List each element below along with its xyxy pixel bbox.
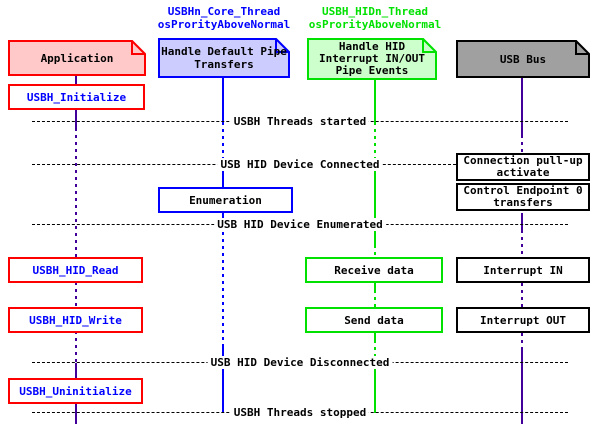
hid-thread-lifeline-active [374,282,376,290]
hid-thread-header: USBH_HIDn_Thread osProrityAboveNormal [290,5,460,31]
enumeration-box: Enumeration [158,187,293,213]
interrupt-in-box: Interrupt IN [456,257,590,283]
hid-thread-lifeline-active [374,163,376,245]
usbh-hid-write-box: USBH_HID_Write [8,307,143,333]
usbh-uninitialize-box: USBH_Uninitialize [8,378,143,404]
usb-bus-lifeline-idle [521,135,523,155]
device-disconnected-label: USB HID Device Disconnected [207,356,393,369]
core-thread-lifeline-idle [222,122,224,165]
interrupt-out-box: Interrupt OUT [456,307,590,333]
usbh-hid-read-box: USBH_HID_Read [8,257,143,283]
folded-corner-icon [575,40,590,55]
hid-thread-label: Handle HID Interrupt IN/OUT Pipe Events [319,40,425,77]
core-thread-actor-box: Handle Default Pipe Transfers [158,38,290,78]
core-thread-label: Handle Default Pipe Transfers [161,45,287,71]
core-thread-lifeline-active [222,78,224,122]
hid-thread-lifeline-active [374,332,376,340]
core-thread-lifeline-active [222,345,224,413]
usb-bus-lifeline-active [521,213,523,230]
folded-corner-icon [131,40,146,55]
usb-bus-lifeline-idle [521,333,523,350]
core-thread-name: USBHn_Core_Thread [167,5,281,18]
device-connected-label: USB HID Device Connected [217,158,383,171]
receive-data-box: Receive data [305,257,443,283]
folded-corner-icon [275,38,290,53]
usb-bus-lifeline-idle [521,230,523,258]
usb-bus-label: USB Bus [499,52,547,66]
core-thread-priority: osProrityAboveNormal [157,18,291,31]
hid-thread-lifeline-active [374,80,376,122]
core-thread-header: USBHn_Core_Thread osProrityAboveNormal [139,5,309,31]
control-endpoint0-box: Control Endpoint 0 transfers [456,183,590,211]
hid-thread-lifeline-idle [374,340,376,363]
usb-bus-actor-box: USB Bus [456,40,590,78]
hid-thread-lifeline-idle [374,290,376,307]
hid-thread-actor-box: Handle HID Interrupt IN/OUT Pipe Events [307,38,437,80]
device-enumerated-label: USB HID Device Enumerated [214,218,386,231]
application-lifeline-idle [75,128,77,363]
hid-thread-priority: osProrityAboveNormal [308,18,442,31]
connection-pullup-box: Connection pull-up activate [456,153,590,181]
note-shape [307,38,437,80]
hid-thread-lifeline-active [374,363,376,413]
application-label: Application [40,51,114,65]
hid-thread-lifeline-idle [374,245,376,260]
usbh-initialize-box: USBH_Initialize [8,84,145,110]
threads-stopped-label: USBH Threads stopped [230,406,370,419]
hid-thread-name: USBH_HIDn_Thread [322,5,428,18]
usb-bus-lifeline-idle [521,283,523,307]
usb-bus-lifeline-active [521,350,523,424]
send-data-box: Send data [305,307,443,333]
core-thread-lifeline-idle [222,225,224,345]
hid-thread-lifeline-idle [374,122,376,163]
folded-corner-icon [422,38,437,53]
usb-bus-lifeline-active [521,78,523,135]
note-shape [158,38,290,78]
application-actor-box: Application [8,40,146,76]
note-shape [8,40,146,76]
note-shape [456,40,590,78]
threads-started-label: USBH Threads started [230,115,370,128]
